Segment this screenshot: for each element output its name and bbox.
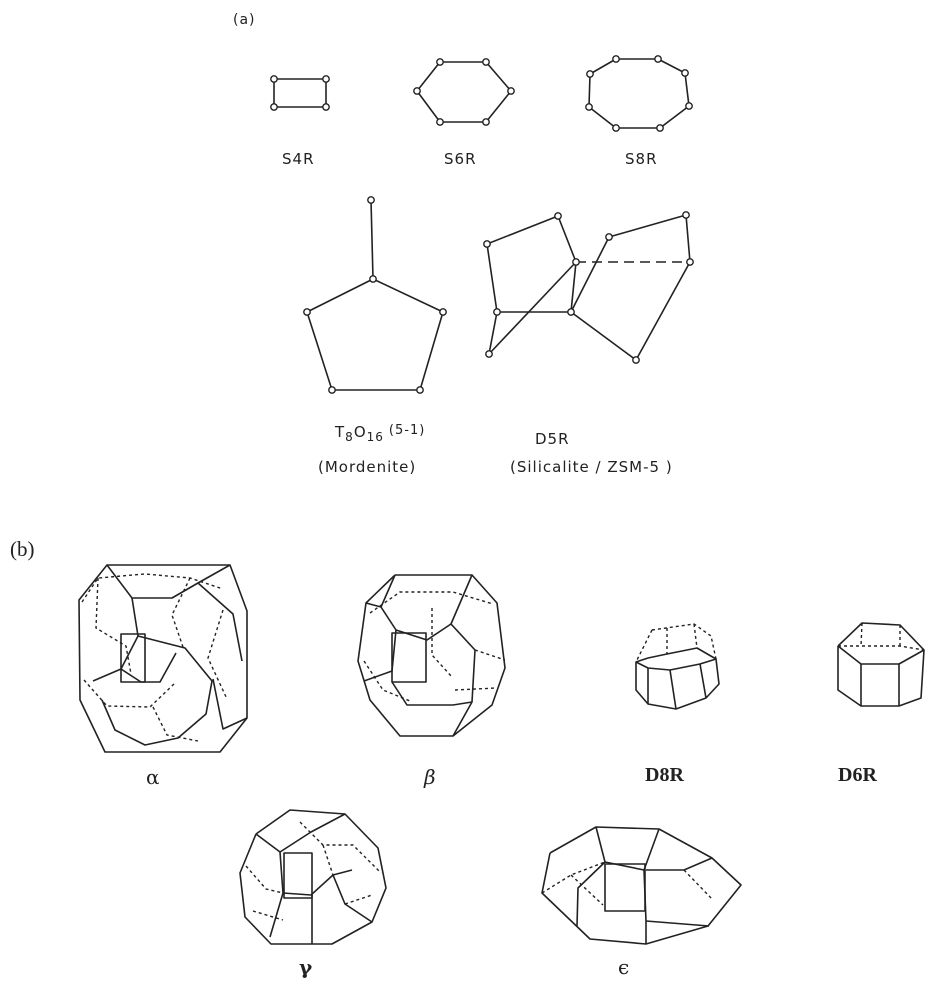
t8o16-tail: (5-1) — [388, 423, 426, 438]
gamma-label: γ — [299, 955, 313, 979]
ring-node — [632, 356, 640, 364]
d5r-unit — [486, 214, 691, 361]
ring-node — [612, 124, 620, 132]
ring-node — [605, 233, 613, 241]
ring-node — [436, 58, 444, 66]
gamma-cage-drawing — [239, 809, 387, 945]
ring-node — [681, 69, 689, 77]
d6r-drawing — [837, 622, 925, 707]
d8r-label: D8R — [645, 764, 684, 786]
ring-node — [485, 350, 493, 358]
t8o16-unit — [306, 199, 444, 391]
s6r-label: S6R — [444, 150, 477, 168]
alpha-label: α — [146, 765, 160, 789]
ring-node — [586, 70, 594, 78]
ring-node — [416, 386, 424, 394]
s8r-label: S8R — [625, 150, 658, 168]
d6r-label: D6R — [838, 764, 877, 786]
ring-node — [585, 103, 593, 111]
ring-node — [436, 118, 444, 126]
ring-node — [507, 87, 515, 95]
beta-cage-drawing — [357, 574, 506, 737]
ring-node — [322, 103, 330, 111]
panel-a-label: (a) — [233, 12, 256, 28]
epsilon-label: ϵ — [618, 955, 630, 979]
ring-node — [612, 55, 620, 63]
s8r-ring — [588, 58, 690, 129]
ring-node — [554, 212, 562, 220]
ring-node — [483, 240, 491, 248]
ring-node — [685, 102, 693, 110]
s4r-ring — [273, 78, 327, 108]
t8o16-t: T — [335, 423, 346, 441]
ring-node — [303, 308, 311, 316]
alpha-cage-drawing — [78, 564, 248, 753]
ring-node — [367, 196, 375, 204]
ring-node — [686, 258, 694, 266]
ring-node — [369, 275, 377, 283]
ring-nodes — [270, 55, 694, 394]
d5r-label: D5R — [535, 430, 570, 448]
ring-node — [567, 308, 575, 316]
ring-node — [682, 211, 690, 219]
silicalite-label: (Silicalite / ZSM-5 ) — [510, 458, 673, 476]
s4r-label: S4R — [282, 150, 315, 168]
ring-node — [439, 308, 447, 316]
ring-node — [270, 103, 278, 111]
t8o16-sub-8: 8 — [345, 430, 354, 444]
ring-node — [656, 124, 664, 132]
epsilon-cage-drawing — [541, 826, 742, 945]
ring-node — [482, 118, 490, 126]
s6r-ring — [416, 61, 512, 123]
ring-node — [322, 75, 330, 83]
ring-node — [482, 58, 490, 66]
ring-node — [270, 75, 278, 83]
beta-label: β — [424, 765, 436, 789]
t8o16-label: T8O16 (5-1) — [335, 423, 425, 444]
ring-node — [572, 258, 580, 266]
t8o16-sub-16: 16 — [366, 430, 384, 444]
ring-node — [328, 386, 336, 394]
mordenite-label: (Mordenite) — [318, 458, 417, 476]
d8r-drawing — [635, 623, 720, 710]
ring-node — [654, 55, 662, 63]
ring-node — [413, 87, 421, 95]
t8o16-o: O — [353, 423, 367, 441]
ring-node — [493, 308, 501, 316]
panel-b-label: (b) — [10, 537, 35, 561]
